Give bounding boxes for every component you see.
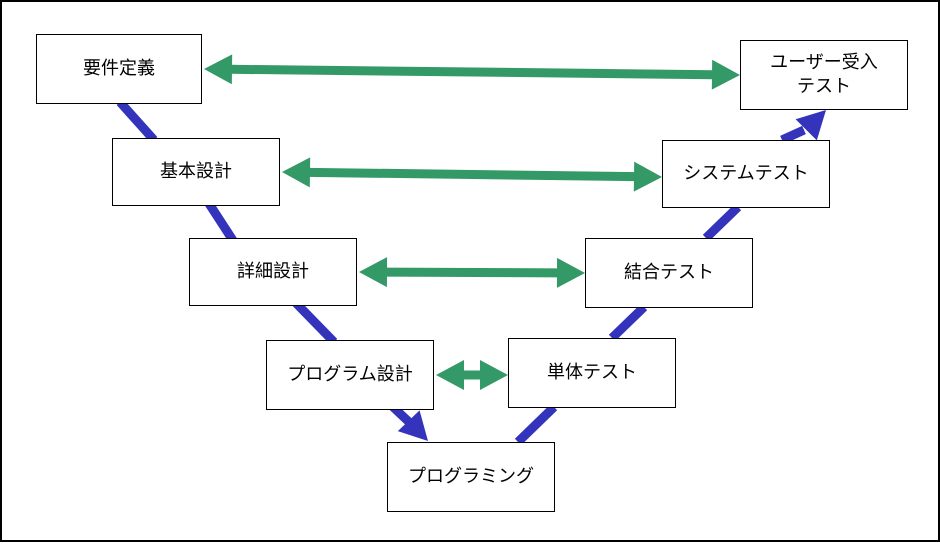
flow-line-2	[204, 199, 238, 245]
link-requirements-acceptance-head-right	[711, 59, 740, 90]
unit-test-box: 単体テスト	[508, 338, 676, 408]
flow-line-6	[514, 403, 558, 446]
link-program-unit-head-left	[436, 360, 464, 390]
basic-design-box: 基本設計	[112, 138, 280, 206]
integration-test-box: 結合テスト	[585, 238, 753, 308]
link-detailed-integration-head-right	[556, 257, 585, 288]
link-basic-system-shaft	[307, 167, 637, 182]
flow-line-9	[780, 125, 806, 145]
acceptance-test-box: ユーザー受入 テスト	[740, 40, 908, 110]
link-requirements-acceptance-shaft	[229, 64, 715, 80]
link-detailed-integration-head-left	[359, 257, 388, 288]
program-design-box: プログラム設計	[266, 340, 434, 410]
link-basic-system-head-left	[282, 157, 311, 188]
flow-line-3	[291, 298, 338, 346]
link-basic-system-head-right	[633, 161, 662, 192]
link-program-unit-head-right	[480, 360, 508, 390]
detailed-design-box: 詳細設計	[189, 238, 357, 306]
system-test-box: システムテスト	[662, 140, 830, 208]
requirements-box: 要件定義	[36, 34, 202, 104]
programming-box: プログラミング	[387, 442, 555, 512]
flow-line-1	[116, 98, 158, 144]
link-detailed-integration-shaft	[384, 267, 560, 278]
flow-line-8	[702, 203, 742, 242]
flow-arrowhead-up	[795, 110, 826, 141]
link-requirements-acceptance-head-left	[204, 54, 233, 85]
flow-line-7	[608, 303, 648, 342]
flow-arrowhead-down	[397, 410, 428, 441]
